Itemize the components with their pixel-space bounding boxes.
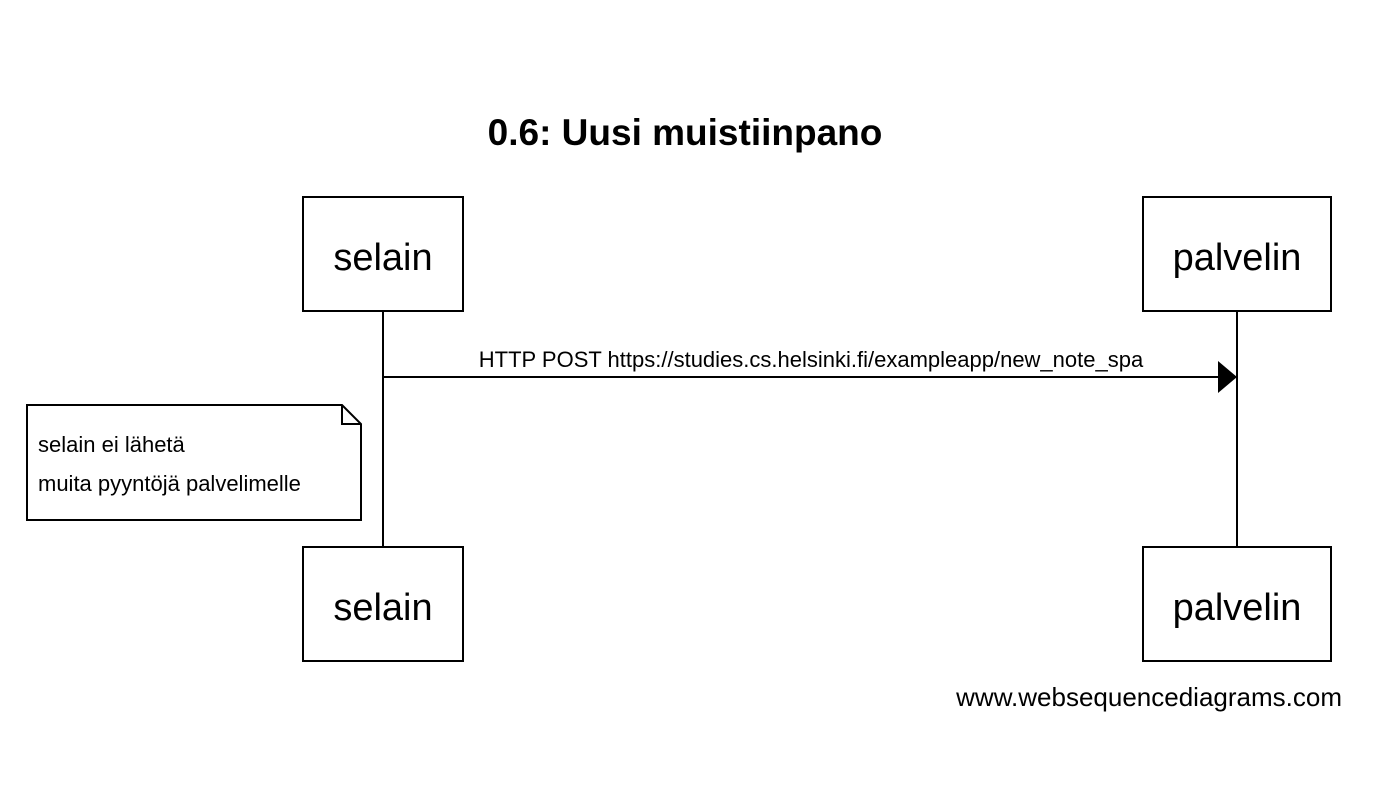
diagram-title: 0.6: Uusi muistiinpano bbox=[488, 112, 883, 153]
participant-selain-bottom: selain bbox=[302, 546, 464, 662]
participant-label: selain bbox=[333, 587, 432, 629]
participant-selain-top: selain bbox=[302, 196, 464, 312]
note-line: selain ei lähetä bbox=[38, 432, 186, 457]
participant-palvelin-bottom: palvelin bbox=[1142, 546, 1332, 662]
participant-palvelin-top: palvelin bbox=[1142, 196, 1332, 312]
participant-label: palvelin bbox=[1173, 587, 1302, 629]
note-selain: selain ei lähetä muita pyyntöjä palvelim… bbox=[26, 404, 362, 521]
arrowhead-icon bbox=[1218, 361, 1237, 393]
note-line: muita pyyntöjä palvelimelle bbox=[38, 471, 301, 496]
participant-box bbox=[1142, 546, 1332, 662]
participant-label: palvelin bbox=[1173, 237, 1302, 279]
note-fold-corner bbox=[341, 405, 361, 425]
participant-label: selain bbox=[333, 237, 432, 279]
participant-box bbox=[1142, 196, 1332, 312]
participant-box bbox=[302, 546, 464, 662]
note-box bbox=[26, 404, 362, 521]
message-label: HTTP POST https://studies.cs.helsinki.fi… bbox=[479, 347, 1144, 372]
footer-watermark: www.websequencediagrams.com bbox=[955, 682, 1342, 712]
participant-box bbox=[302, 196, 464, 312]
message-http-post: HTTP POST https://studies.cs.helsinki.fi… bbox=[383, 347, 1237, 393]
